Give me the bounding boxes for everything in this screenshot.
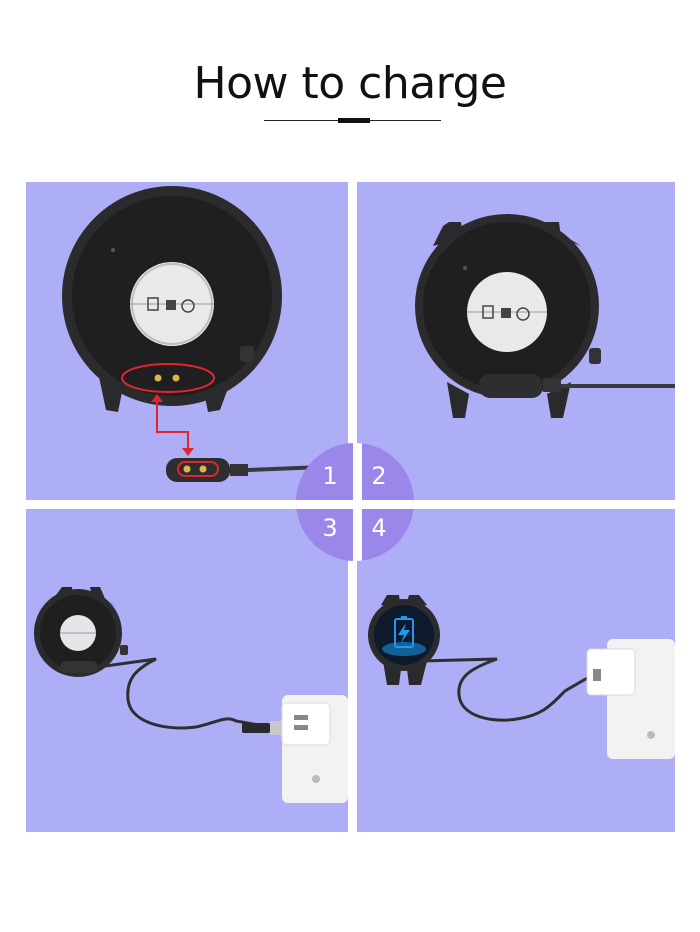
wall-adapter <box>281 695 348 803</box>
step-number-1: 1 <box>322 462 338 490</box>
step-4-panel <box>357 509 675 832</box>
step-number-2: 2 <box>371 462 387 490</box>
watch-back-illustration <box>34 587 128 677</box>
step-1-illustration <box>62 186 348 482</box>
badge-divider-horizontal <box>296 500 414 509</box>
step-number-4: 4 <box>371 514 387 542</box>
charging-cable <box>97 657 271 730</box>
watch-back-illustration <box>415 214 601 418</box>
watch-back-illustration <box>62 186 282 412</box>
step-number-badge: 1 2 3 4 <box>296 443 414 561</box>
page-title: How to charge <box>193 58 508 109</box>
magnetic-charger <box>479 374 675 398</box>
wall-adapter <box>586 639 675 759</box>
step-1-panel <box>26 182 348 500</box>
step-2-illustration <box>415 214 675 418</box>
step-2-panel <box>357 182 675 500</box>
step-3-panel <box>26 509 348 832</box>
step-number-3: 3 <box>322 514 338 542</box>
charging-contacts-highlight <box>121 363 215 393</box>
step-3-illustration <box>34 587 348 803</box>
step-4-illustration <box>368 595 675 759</box>
usb-plug <box>242 721 288 735</box>
battery-charging-icon <box>394 616 414 648</box>
watch-front-illustration <box>368 595 440 685</box>
connection-arrow <box>151 394 194 456</box>
title-underline-accent <box>338 118 370 123</box>
charging-cable <box>420 657 590 722</box>
